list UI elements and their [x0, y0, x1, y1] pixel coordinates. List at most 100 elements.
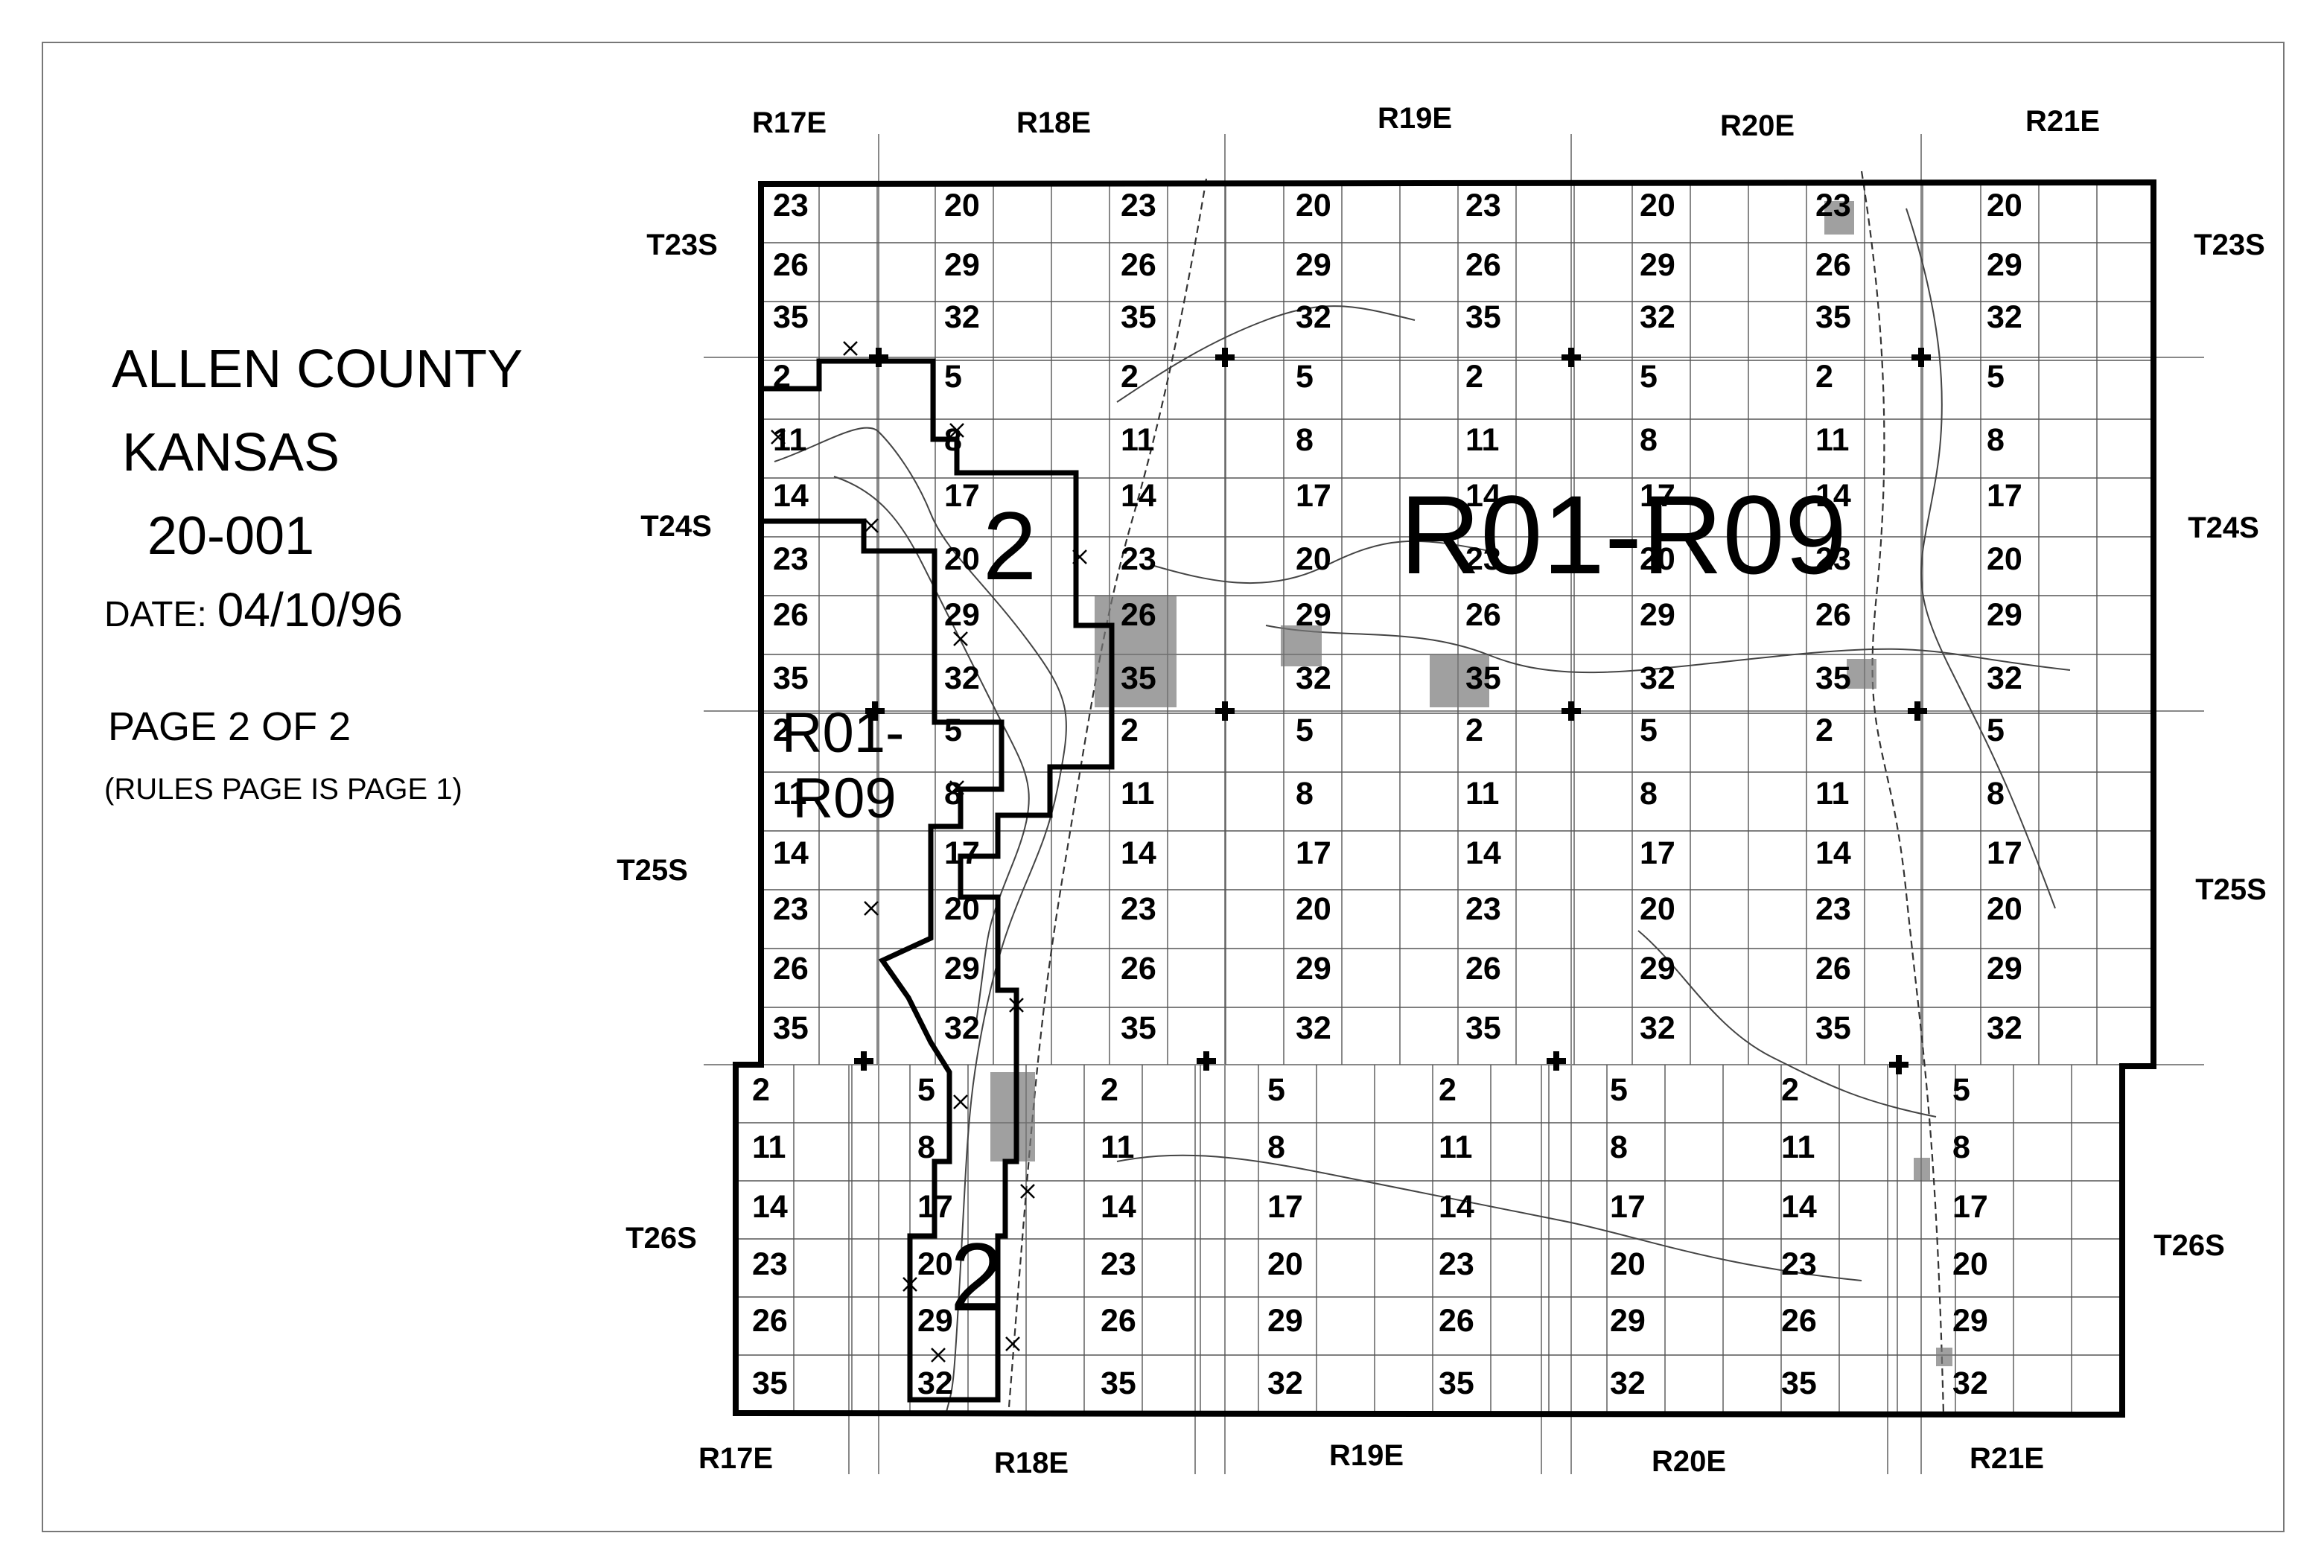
section-number: 11 — [773, 422, 806, 458]
section-number: 29 — [1296, 951, 1331, 987]
section-number: 8 — [944, 776, 962, 812]
section-number: 5 — [1952, 1072, 1970, 1108]
section-number: 5 — [1296, 713, 1314, 748]
range-label: R18E — [1016, 106, 1091, 139]
section-number: 8 — [1987, 776, 2005, 812]
section-number: 26 — [1465, 951, 1501, 987]
section-number: 23 — [1815, 541, 1851, 577]
x-mark-icon — [949, 423, 964, 438]
section-number: 11 — [1815, 422, 1849, 458]
section-corner-cross-icon — [1561, 701, 1581, 721]
section-number: 14 — [1815, 478, 1851, 514]
section-corner-cross-icon — [1561, 348, 1581, 367]
section-number: 35 — [773, 1010, 809, 1046]
section-number: 32 — [944, 660, 980, 696]
section-corner-cross-icon — [1908, 701, 1927, 721]
township-label: T24S — [2188, 511, 2259, 544]
section-number: 17 — [1952, 1189, 1988, 1225]
section-number: 14 — [773, 835, 809, 871]
section-number: 2 — [1815, 359, 1833, 395]
railroad — [1007, 170, 1945, 1415]
section-number: 35 — [1815, 299, 1851, 335]
section-number: 11 — [1101, 1129, 1134, 1165]
section-number: 20 — [1987, 891, 2022, 927]
x-mark-icon — [949, 780, 964, 795]
range-label: R21E — [2025, 105, 2100, 138]
section-number: 20 — [1296, 188, 1331, 223]
section-number: 11 — [1439, 1129, 1472, 1165]
section-corner-cross-icon — [1197, 1051, 1216, 1071]
section-number: 14 — [1121, 835, 1156, 871]
section-number: 11 — [1465, 776, 1499, 812]
county-boundary — [733, 179, 2156, 1418]
section-number: 23 — [1465, 541, 1501, 577]
section-number: 8 — [1296, 776, 1314, 812]
zone-label-west-2: R09 — [792, 767, 896, 830]
section-number: 11 — [1121, 776, 1154, 812]
section-number: 35 — [1121, 299, 1156, 335]
range-labels-top: R17E R18E R19E R20E R21E — [752, 102, 2100, 142]
x-mark-icon — [843, 341, 858, 356]
section-number: 8 — [1640, 776, 1658, 812]
section-number: 5 — [1267, 1072, 1285, 1108]
range-label: R17E — [698, 1442, 773, 1475]
section-number: 11 — [1121, 422, 1154, 458]
section-number: 32 — [1987, 660, 2022, 696]
x-mark-icon — [953, 631, 968, 646]
section-number: 32 — [1296, 660, 1331, 696]
page-frame — [42, 42, 2285, 1532]
section-number: 14 — [1465, 478, 1501, 514]
section-number: 5 — [1987, 359, 2005, 395]
boundary-x-marks — [771, 341, 1087, 1363]
section-number: 35 — [773, 660, 809, 696]
section-number: 35 — [1121, 660, 1156, 696]
section-number: 20 — [1640, 891, 1675, 927]
section-number: 26 — [1101, 1303, 1136, 1339]
x-mark-icon — [902, 1277, 917, 1292]
section-corner-cross-icon — [1215, 348, 1235, 367]
section-number: 14 — [752, 1189, 788, 1225]
section-number: 17 — [1987, 835, 2022, 871]
section-number: 17 — [1296, 478, 1331, 514]
section-number: 20 — [1640, 188, 1675, 223]
streams — [774, 208, 2071, 1415]
section-number: 29 — [944, 951, 980, 987]
zone-label-west-1: R01- — [782, 701, 905, 765]
section-number: 35 — [773, 299, 809, 335]
page-label: PAGE 2 OF 2 — [108, 704, 351, 749]
township-label: T26S — [2153, 1229, 2225, 1262]
township-corner-markers — [854, 348, 1931, 1074]
section-number: 2 — [773, 713, 791, 748]
section-number: 11 — [773, 776, 806, 812]
section-number: 17 — [944, 835, 980, 871]
section-number: 14 — [1781, 1189, 1817, 1225]
section-number: 17 — [1610, 1189, 1646, 1225]
section-number: 14 — [773, 478, 809, 514]
section-number: 29 — [1296, 247, 1331, 283]
section-number: 29 — [1987, 597, 2022, 633]
section-number: 26 — [1121, 247, 1156, 283]
section-number: 26 — [1815, 247, 1851, 283]
section-number: 11 — [1815, 776, 1849, 812]
section-number: 11 — [1465, 422, 1499, 458]
section-number: 20 — [917, 1246, 953, 1282]
x-mark-icon — [953, 1094, 968, 1109]
section-number: 20 — [944, 188, 980, 223]
district-label-upper: 2 — [983, 491, 1037, 600]
township-label: T25S — [617, 854, 688, 887]
section-number: 23 — [1121, 541, 1156, 577]
section-corner-cross-icon — [869, 348, 888, 367]
section-number: 14 — [1101, 1189, 1136, 1225]
section-number: 29 — [944, 597, 980, 633]
section-number: 35 — [1465, 660, 1501, 696]
section-number: 20 — [1610, 1246, 1646, 1282]
section-number: 26 — [1781, 1303, 1817, 1339]
section-number: 23 — [1121, 891, 1156, 927]
district-label-lower: 2 — [950, 1223, 1004, 1331]
section-number: 2 — [1465, 713, 1483, 748]
section-number: 2 — [1101, 1072, 1118, 1108]
section-number: 29 — [1952, 1303, 1988, 1339]
section-number: 2 — [1439, 1072, 1457, 1108]
section-number: 17 — [944, 478, 980, 514]
section-number: 23 — [1465, 891, 1501, 927]
